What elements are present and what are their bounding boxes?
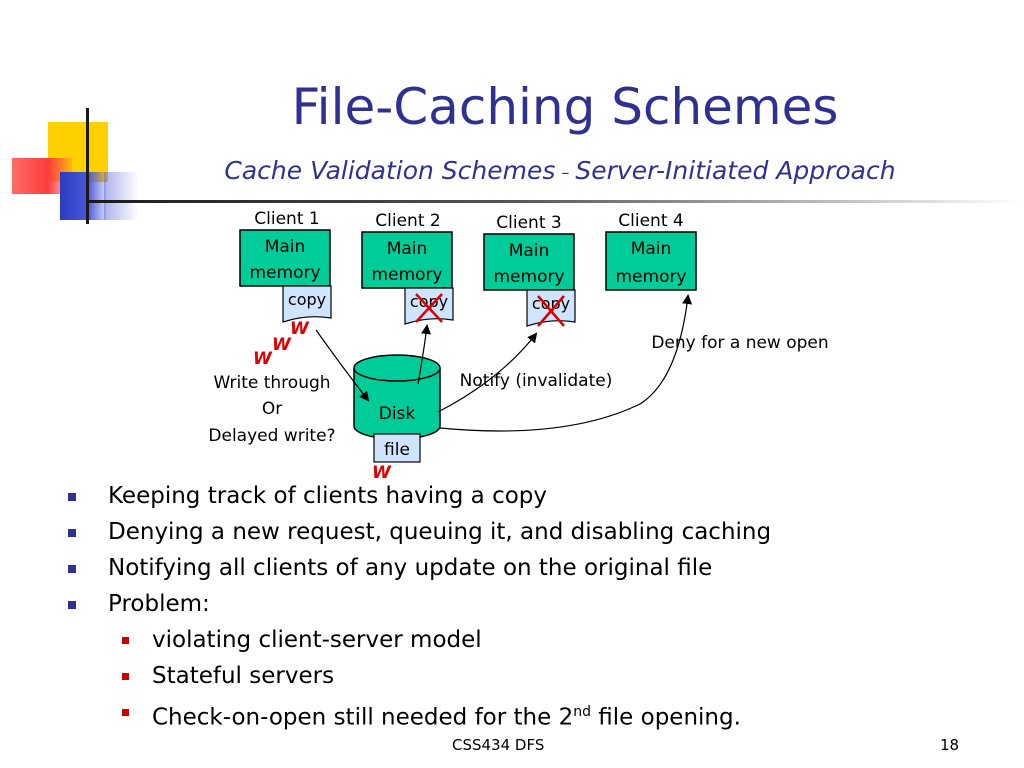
subtitle-right: Server-Initiated Approach xyxy=(575,156,896,185)
bullet-item: Keeping track of clients having a copy xyxy=(68,478,1008,514)
write-through-label-2: Or xyxy=(262,399,282,419)
client-2-main: Main xyxy=(387,239,428,259)
client-3-label: Client 3 xyxy=(496,213,561,233)
bullet-text: Denying a new request, queuing it, and d… xyxy=(108,519,772,545)
sub-bullet-superscript: nd xyxy=(573,704,591,720)
bullet-square-icon xyxy=(68,493,76,501)
write-mark-1: W xyxy=(290,319,310,339)
sub-bullet-text: violating client-server model xyxy=(152,627,482,653)
client-1-copy-label: copy xyxy=(288,290,326,309)
deny-label: Deny for a new open xyxy=(651,333,828,353)
file-box xyxy=(373,433,421,463)
sub-bullet-square-icon xyxy=(122,709,129,716)
subtitle-dash: – xyxy=(561,162,570,182)
client-2-invalid-x-icon xyxy=(415,293,443,323)
client-3-invalid-x-icon xyxy=(537,295,565,327)
bullet-square-icon xyxy=(68,565,76,573)
decor-blue-square xyxy=(60,172,106,220)
page-number: 18 xyxy=(940,736,960,754)
bullet-item: Denying a new request, queuing it, and d… xyxy=(68,514,1008,550)
disk-top xyxy=(353,354,441,382)
bullet-square-icon xyxy=(68,529,76,537)
arrow-notify-client-3 xyxy=(437,332,538,413)
write-mark-2: W xyxy=(272,335,292,355)
decor-blue-fade xyxy=(104,172,138,220)
client-1-memory: memory xyxy=(249,263,320,283)
bullet-text: Keeping track of clients having a copy xyxy=(108,483,547,509)
bullet-item: Problem: xyxy=(68,586,1008,622)
sub-bullet-item: violating client-server model xyxy=(68,622,1008,658)
client-3-memory: memory xyxy=(493,267,564,287)
disk-label: Disk xyxy=(379,404,416,424)
sub-bullet-square-icon xyxy=(122,673,129,680)
client-1-copy-doc xyxy=(282,285,332,323)
file-label: file xyxy=(384,440,410,460)
arrow-write-through xyxy=(315,329,370,402)
bullet-item: Notifying all clients of any update on t… xyxy=(68,550,1008,586)
slide-subtitle: Cache Validation Schemes–Server-Initiate… xyxy=(140,156,980,185)
bullet-text: Problem: xyxy=(108,591,210,617)
sub-bullet-text-after: file opening. xyxy=(590,704,741,731)
client-2-label: Client 2 xyxy=(375,211,440,231)
arrow-to-client-2 xyxy=(417,324,431,385)
notify-label: Notify (invalidate) xyxy=(460,371,613,391)
footer-course: CSS434 DFS xyxy=(452,736,545,754)
client-1-main: Main xyxy=(265,237,306,257)
sub-bullet-item: Check-on-open still needed for the 2nd f… xyxy=(68,694,1008,736)
client-3-main: Main xyxy=(509,241,550,261)
bullet-list: Keeping track of clients having a copy D… xyxy=(68,478,1008,736)
sub-bullet-item: Stateful servers xyxy=(68,658,1008,694)
decor-vertical-rule xyxy=(86,108,89,224)
write-through-label-1: Write through xyxy=(213,373,330,393)
sub-bullet-text-before: Check-on-open still needed for the 2 xyxy=(152,704,574,731)
subtitle-left: Cache Validation Schemes xyxy=(224,156,556,185)
write-mark-file: W xyxy=(372,463,392,483)
bullet-square-icon xyxy=(68,601,76,609)
sub-bullet-square-icon xyxy=(122,637,129,644)
title-rule xyxy=(88,200,1024,203)
client-3-memory-box xyxy=(483,233,575,291)
write-mark-3: W xyxy=(253,349,273,369)
client-2-memory-box xyxy=(361,231,453,289)
client-1-label: Client 1 xyxy=(254,209,319,229)
client-4-main: Main xyxy=(631,239,672,259)
client-4-memory: memory xyxy=(615,267,686,287)
arrow-deny-client-4 xyxy=(439,294,693,432)
bullet-text: Notifying all clients of any update on t… xyxy=(108,555,713,581)
write-through-label-3: Delayed write? xyxy=(208,426,335,446)
client-4-label: Client 4 xyxy=(618,211,683,231)
client-2-copy-doc xyxy=(404,287,454,325)
client-1-memory-box xyxy=(239,229,331,287)
sub-bullet-text: Stateful servers xyxy=(152,663,335,689)
client-2-memory: memory xyxy=(371,265,442,285)
slide-title: File-Caching Schemes xyxy=(291,78,839,136)
client-4-memory-box xyxy=(605,231,697,291)
